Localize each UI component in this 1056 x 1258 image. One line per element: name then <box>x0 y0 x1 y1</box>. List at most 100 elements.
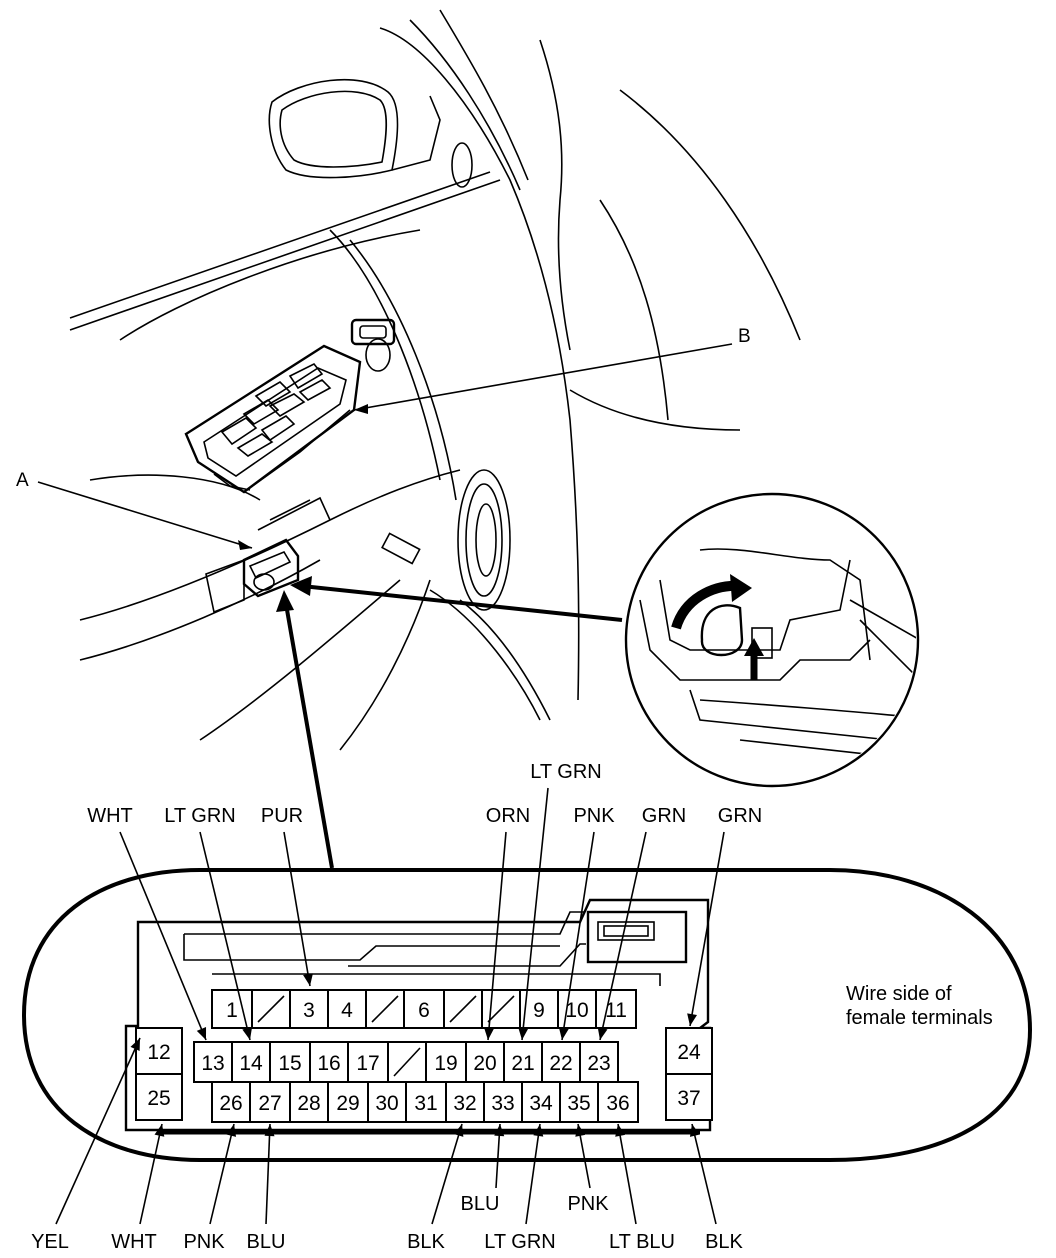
wire-color-label-blk-37: BLK <box>705 1231 743 1253</box>
wire-leader-line <box>283 831 311 987</box>
pin-number: 14 <box>239 1052 263 1075</box>
harness-connector <box>205 496 331 614</box>
side-mirror <box>268 78 473 188</box>
wire-color-label-ltblu-36: LT BLU <box>609 1231 675 1253</box>
wire-color-label-wht-13: WHT <box>87 805 133 827</box>
pin-number: 13 <box>201 1052 224 1075</box>
leader-arrowhead <box>533 1124 544 1137</box>
pin-number: 23 <box>587 1052 610 1075</box>
wire-color-label-pnk-35: PNK <box>567 1193 609 1215</box>
wire-leader-line <box>487 831 507 1041</box>
pin-number: 33 <box>491 1092 514 1115</box>
leader-arrowhead <box>264 1124 275 1137</box>
wire-color-label-grn-24: GRN <box>718 805 762 827</box>
wire-leader-line <box>599 831 647 1041</box>
leader-arrowhead <box>453 1124 464 1137</box>
pin-number: 6 <box>418 999 430 1022</box>
wire-color-label-ltgrn-21: LT GRN <box>530 761 602 783</box>
leader-arrowhead <box>303 973 313 986</box>
pin-number: 12 <box>147 1041 170 1064</box>
pin-cell <box>597 1081 639 1123</box>
wire-leader-line <box>431 1123 463 1225</box>
pin-cell <box>665 1073 713 1121</box>
wire-leader-line <box>199 831 251 1041</box>
pin-cell <box>425 1041 467 1083</box>
leader-arrowhead <box>689 1124 700 1137</box>
wire-color-label-grn-23: GRN <box>642 805 686 827</box>
pin-number: 3 <box>303 999 315 1022</box>
pin-number: 21 <box>511 1052 534 1075</box>
pin-number: 28 <box>297 1092 320 1115</box>
wire-leader-line <box>209 1123 235 1225</box>
leader-arrowhead <box>242 1027 253 1040</box>
wire-color-label-orn-20: ORN <box>486 805 530 827</box>
unused-pin-slash <box>449 995 477 1023</box>
wire-color-label-pur-3: PUR <box>261 805 303 827</box>
wire-color-label-blu-27: BLU <box>247 1231 286 1253</box>
pin-number: 34 <box>529 1092 553 1115</box>
wire-leader-line <box>689 831 725 1027</box>
leader-arrowhead <box>226 1124 237 1137</box>
leader-arrowhead <box>130 1038 140 1051</box>
pin-cell <box>367 1081 407 1123</box>
wire-leader-line <box>525 1123 541 1225</box>
pin-number: 19 <box>434 1052 457 1075</box>
pin-number: 4 <box>341 999 353 1022</box>
window-master-switch <box>184 344 362 494</box>
wire-leaders <box>55 787 725 1225</box>
leader-arrowhead <box>687 1013 697 1026</box>
pin-cell <box>211 989 253 1029</box>
pin-number: 15 <box>278 1052 301 1075</box>
wire-leader-line <box>119 831 207 1041</box>
pin-cell <box>135 1073 183 1121</box>
unused-pin-slash <box>393 1047 421 1077</box>
wire-color-label-pnk-26: PNK <box>183 1231 225 1253</box>
pin-cell <box>559 1081 599 1123</box>
wire-leader-line <box>139 1123 163 1225</box>
wire-leader-line <box>521 787 549 1041</box>
pin-number: 10 <box>565 999 588 1022</box>
pin-number: 24 <box>677 1041 701 1064</box>
wire-color-label-ltgrn-14: LT GRN <box>164 805 236 827</box>
unused-pin-slash <box>257 995 285 1023</box>
pin-cell <box>595 989 637 1029</box>
pin-cell <box>289 1081 329 1123</box>
wire-leader-line <box>55 1037 141 1225</box>
wire-color-label-pnk-22: PNK <box>573 805 615 827</box>
pin-number: 1 <box>226 999 238 1022</box>
leader-arrowhead <box>518 1027 529 1040</box>
leader-arrowhead <box>494 1124 505 1137</box>
pin-number: 30 <box>375 1092 398 1115</box>
callout-a: A <box>16 470 29 491</box>
leader-arrowhead <box>154 1124 165 1137</box>
pin-cell <box>403 989 445 1029</box>
pin-number: 35 <box>567 1092 590 1115</box>
callout-b: B <box>738 326 751 347</box>
pin-number: 27 <box>258 1092 281 1115</box>
unused-pin-slash <box>371 995 399 1023</box>
pin-number: 29 <box>336 1092 359 1115</box>
wire-leader-line <box>617 1123 637 1225</box>
pin-cell <box>521 1081 561 1123</box>
pin-cell <box>211 1081 251 1123</box>
wire-color-label-yel-12: YEL <box>31 1231 69 1253</box>
pin-number: 17 <box>356 1052 379 1075</box>
wire-leader-line <box>265 1123 271 1225</box>
pin-number: 26 <box>219 1092 242 1115</box>
pin-number: 25 <box>147 1087 170 1110</box>
wire-color-label-blk-32: BLK <box>407 1231 445 1253</box>
note-line-1: Wire side of <box>846 983 952 1005</box>
pin-number: 11 <box>605 999 627 1022</box>
pin-number: 32 <box>453 1092 476 1115</box>
pin-cell <box>483 1081 523 1123</box>
pin-cell <box>445 1081 485 1123</box>
leader-arrowhead <box>597 1027 608 1040</box>
wire-color-label-ltgrn-34: LT GRN <box>484 1231 556 1253</box>
leader-arrowhead <box>615 1124 626 1137</box>
pin-number: 22 <box>549 1052 572 1075</box>
wire-leader-line <box>561 831 595 1041</box>
